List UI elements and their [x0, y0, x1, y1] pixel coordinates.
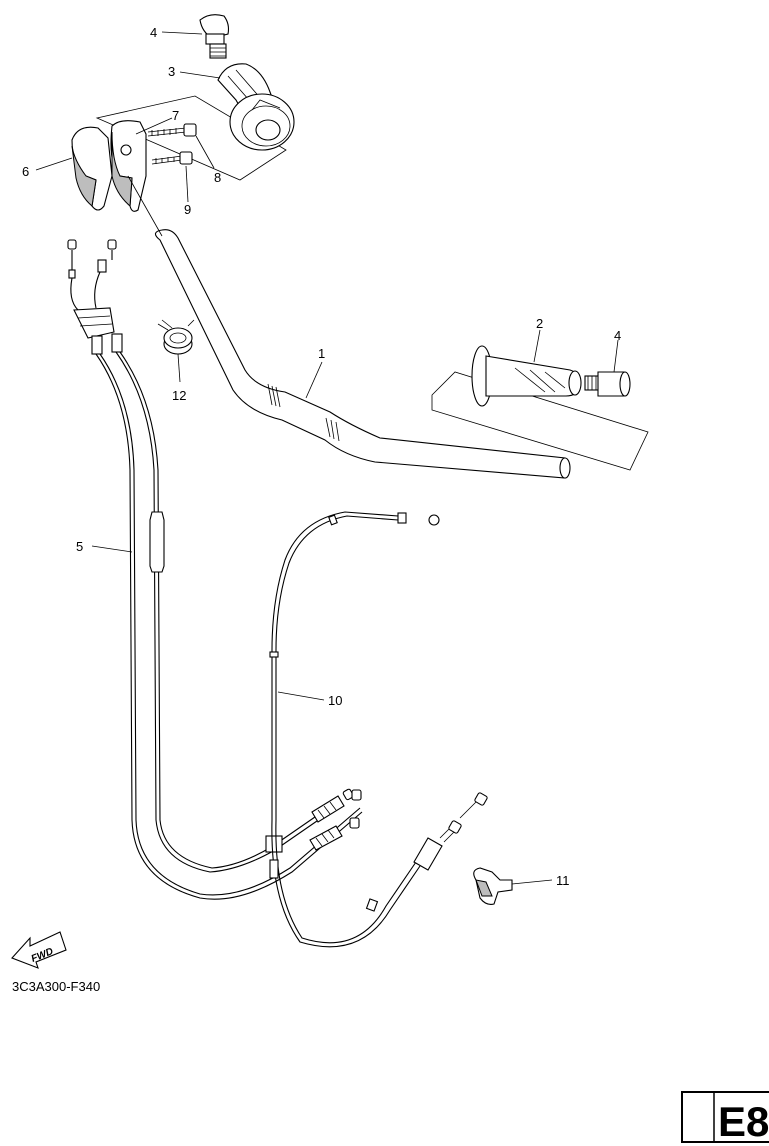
handlebar-index-marks: [267, 383, 340, 442]
cable-adjuster-lower: [309, 817, 360, 851]
screw-8: [147, 123, 197, 137]
label-part-4-top: 4: [150, 25, 157, 40]
label-part-11: 11: [556, 873, 570, 888]
cable-adjuster-upper: [311, 788, 362, 823]
clutch-cable-end: [413, 792, 488, 871]
label-part-6: 6: [22, 164, 29, 179]
part-labels: 4 3 7 6 8 9 1 2 4 12 5 10 11: [22, 25, 621, 888]
screw-9: [151, 151, 193, 165]
label-part-9: 9: [184, 202, 191, 217]
clutch-cable: [269, 511, 488, 948]
fwd-arrow-icon: FWD: [11, 931, 67, 969]
label-part-7: 7: [172, 108, 179, 123]
label-part-4-right: 4: [614, 328, 621, 343]
page-code: E8: [718, 1098, 769, 1145]
leader-lines: [35, 31, 619, 885]
label-part-8: 8: [214, 170, 221, 185]
handlebar: [154, 229, 571, 479]
label-part-10: 10: [328, 693, 342, 708]
label-part-1: 1: [318, 346, 325, 361]
bar-end-left: [199, 14, 230, 59]
bar-end-right: [584, 371, 631, 397]
cable-holder: [473, 867, 513, 905]
right-grip: [471, 345, 582, 407]
label-part-3: 3: [168, 64, 175, 79]
throttle-grip: [217, 63, 295, 151]
throttle-cable-assembly: [67, 239, 363, 900]
hose-clamp: [157, 319, 195, 355]
page-code-box: E8: [681, 1091, 769, 1145]
label-part-12: 12: [172, 388, 186, 403]
label-part-5: 5: [76, 539, 83, 554]
throttle-housing-upper: [110, 120, 147, 212]
throttle-housing-lower: [71, 126, 113, 211]
label-part-2: 2: [536, 316, 543, 331]
drawing-code: 3C3A300-F340: [12, 979, 100, 994]
